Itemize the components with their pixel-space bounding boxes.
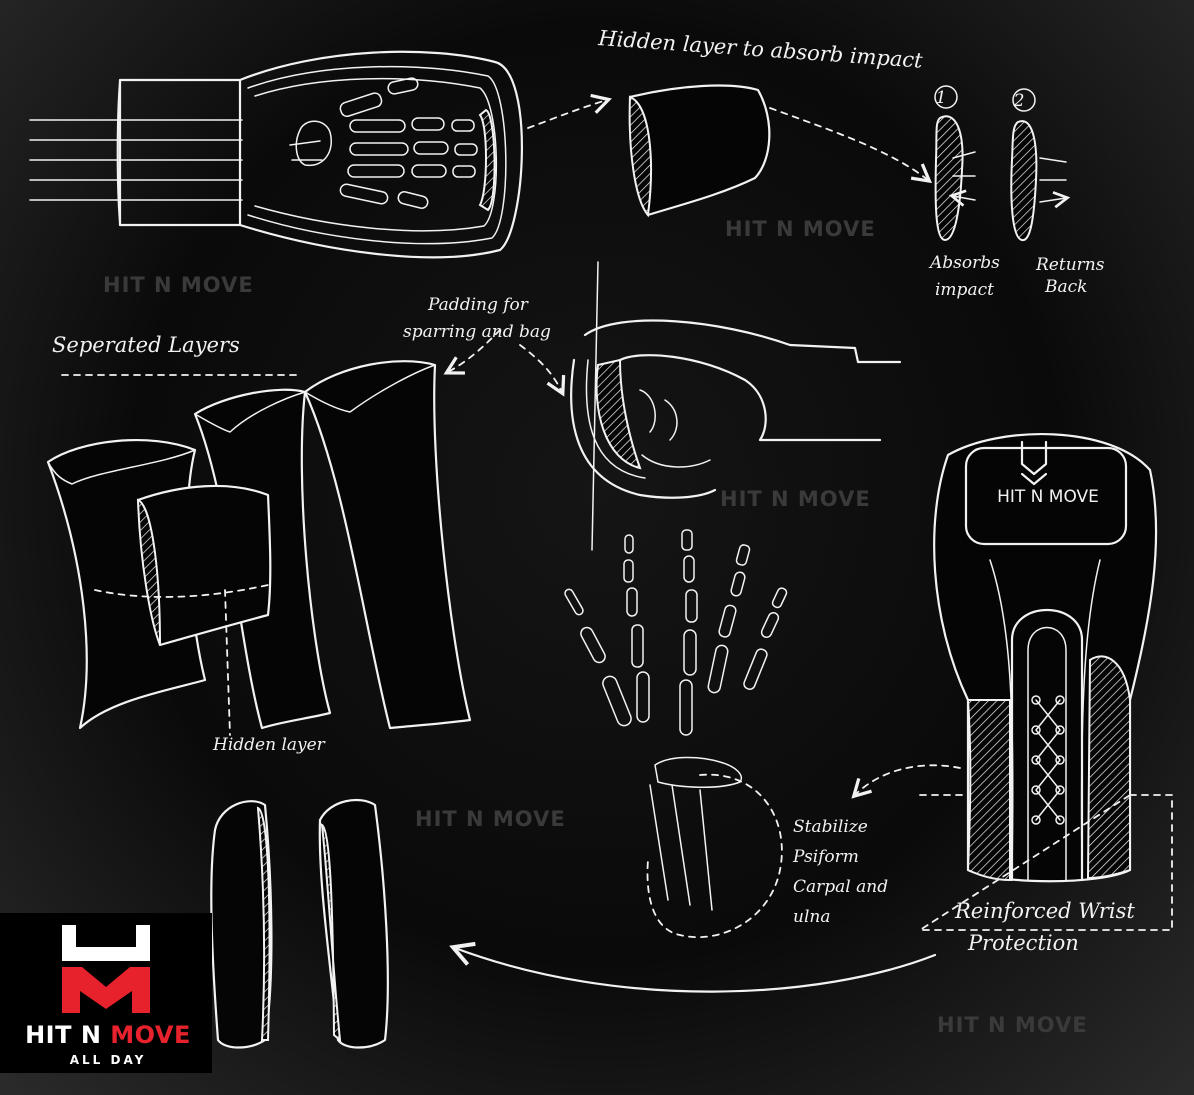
absorbs-label-line2: impact bbox=[935, 280, 994, 300]
step-2-number: 2 bbox=[1013, 91, 1025, 111]
glove-front-sketch bbox=[916, 433, 1173, 931]
hidden-layer-title-label: Hidden layer to absorb impact bbox=[597, 26, 924, 73]
logo-brand-name-part2: MOVE bbox=[110, 1021, 191, 1049]
stabilize-label-line4: ulna bbox=[793, 907, 830, 927]
padding-label-line2: sparring and bag bbox=[403, 322, 551, 342]
returns-label-line2: Back bbox=[1044, 277, 1087, 297]
fist-glove-side-sketch bbox=[570, 261, 902, 551]
logo-brand-name: HIT N MOVE bbox=[8, 1021, 208, 1049]
arrow-to-wrist bbox=[851, 764, 961, 799]
watermark-2: HIT N MOVE bbox=[725, 217, 876, 241]
stabilize-label-line2: Psiform bbox=[792, 847, 859, 867]
watermark-3: HIT N MOVE bbox=[720, 487, 871, 511]
bottom-pads-sketch bbox=[210, 798, 389, 1049]
arrow-padding-right bbox=[519, 344, 566, 397]
reinforced-label-line2: Protection bbox=[967, 931, 1079, 955]
stabilize-label-line3: Carpal and bbox=[793, 877, 888, 897]
stabilize-label-line1: Stabilize bbox=[793, 817, 868, 837]
padding-label-line1: Padding for bbox=[427, 295, 529, 315]
hidden-layer-block-sketch bbox=[628, 84, 771, 218]
logo-mark-icon bbox=[62, 925, 150, 1013]
hand-skeleton-sketch bbox=[564, 529, 788, 939]
arrow-to-impact-steps bbox=[769, 107, 933, 184]
separated-layers-label: Seperated Layers bbox=[52, 333, 240, 357]
returns-label-line1: Returns bbox=[1035, 255, 1105, 275]
step-1-number: 1 bbox=[936, 88, 947, 108]
watermark-4: HIT N MOVE bbox=[415, 807, 566, 831]
brand-logo: HIT N MOVE ALL DAY bbox=[0, 913, 212, 1073]
arrow-to-hidden-layer bbox=[527, 93, 612, 129]
logo-tagline: ALL DAY bbox=[69, 1053, 147, 1067]
glove-cross-section-sketch bbox=[29, 50, 523, 259]
hidden-layer-label: Hidden layer bbox=[212, 735, 326, 755]
impact-steps-sketch bbox=[934, 85, 1066, 242]
glove-brand-text: HIT N MOVE bbox=[997, 487, 1099, 507]
arrow-padding-left bbox=[443, 329, 501, 375]
reinforced-label-line1: Reinforced Wrist bbox=[954, 899, 1135, 923]
logo-brand-name-part1: HIT N bbox=[25, 1021, 111, 1049]
watermark-1: HIT N MOVE bbox=[103, 273, 254, 297]
separated-layers-sketch bbox=[46, 360, 472, 736]
watermark-5: HIT N MOVE bbox=[937, 1013, 1088, 1037]
arrow-wrist-to-pads bbox=[449, 941, 937, 993]
absorbs-label-line1: Absorbs bbox=[928, 253, 1000, 273]
